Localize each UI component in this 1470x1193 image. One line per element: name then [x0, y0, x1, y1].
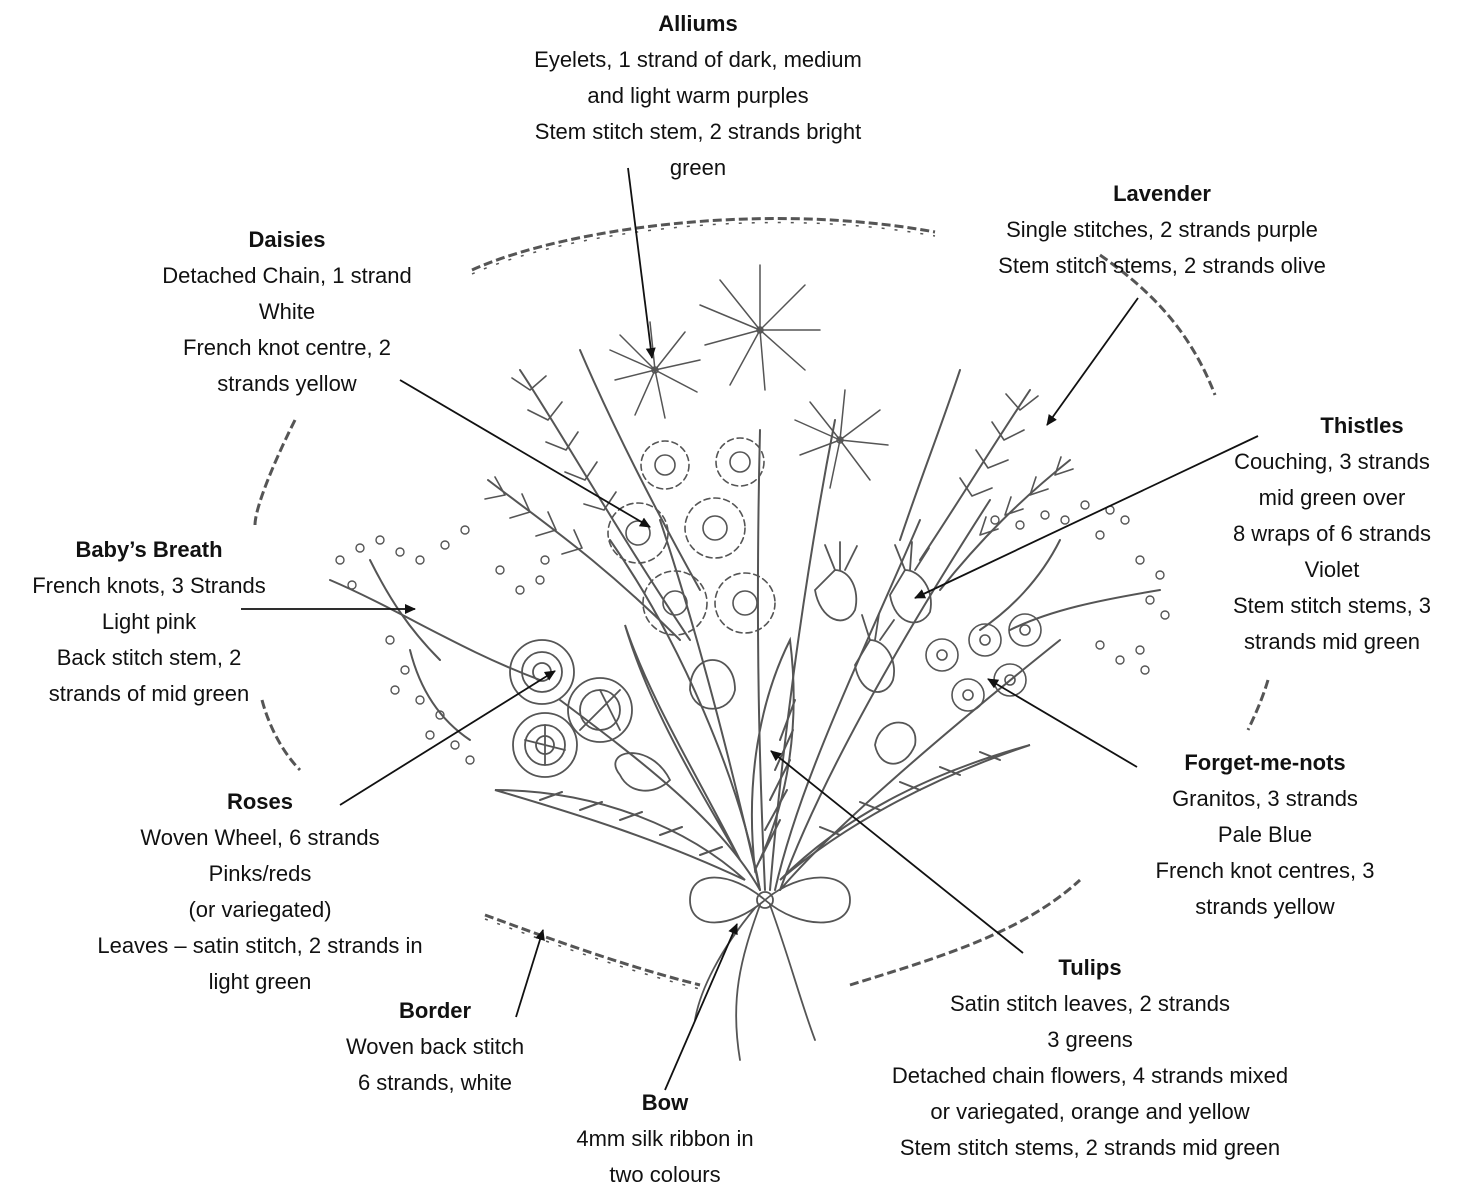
label-line: 6 strands, white	[357, 1070, 513, 1095]
label-line: Detached chain flowers, 4 strands mixed	[891, 1063, 1289, 1088]
label-line: Leaves – satin stitch, 2 strands in	[97, 933, 423, 958]
arrow-roses	[339, 670, 556, 806]
label-line: (or variegated)	[188, 897, 332, 922]
label-title: Baby’s Breath	[75, 537, 223, 562]
label-line: French knot centre, 2	[183, 335, 391, 360]
label-lavender: Lavender Single stitches, 2 strands purp…	[950, 176, 1374, 284]
label-title: Tulips	[1058, 955, 1122, 980]
label-line: strands yellow	[1195, 894, 1335, 919]
label-line: French knot centres, 3	[1155, 858, 1375, 883]
label-line: French knots, 3 Strands	[32, 573, 266, 598]
label-line: 8 wraps of 6 strands	[1232, 521, 1432, 546]
arrow-thistles	[914, 435, 1259, 599]
label-line: strands yellow	[217, 371, 357, 396]
label-line: or variegated, orange and yellow	[930, 1099, 1250, 1124]
label-title: Alliums	[658, 11, 738, 36]
label-title: Bow	[641, 1090, 689, 1115]
label-title: Roses	[226, 789, 294, 814]
label-title: Lavender	[1113, 181, 1211, 206]
label-line: Eyelets, 1 strand of dark, medium	[534, 47, 862, 72]
label-line: mid green over	[1258, 485, 1406, 510]
label-line: Back stitch stem, 2	[56, 645, 242, 670]
label-line: Couching, 3 strands	[1234, 449, 1430, 474]
label-line: White	[258, 299, 316, 324]
label-line: Violet	[1304, 557, 1360, 582]
label-line: Single stitches, 2 strands purple	[1006, 217, 1318, 242]
arrow-alliums	[627, 167, 656, 359]
arrow-forget-me-nots	[987, 678, 1138, 768]
label-line: Stem stitch stems, 3	[1232, 593, 1432, 618]
label-line: Pinks/reds	[208, 861, 312, 886]
label-line: two colours	[609, 1162, 721, 1187]
label-line: 3 greens	[1047, 1027, 1133, 1052]
label-title: Forget-me-nots	[1184, 750, 1346, 775]
label-line: strands of mid green	[48, 681, 250, 706]
label-line: 4mm silk ribbon in	[576, 1126, 754, 1151]
label-line: strands mid green	[1243, 629, 1421, 654]
label-line: Detached Chain, 1 strand	[162, 263, 412, 288]
label-tulips: Tulips Satin stitch leaves, 2 strands 3 …	[850, 950, 1330, 1166]
label-line: light green	[208, 969, 312, 994]
label-title: Thistles	[1320, 413, 1404, 438]
label-line: Stem stitch stem, 2 strands bright	[534, 119, 862, 144]
label-line: Woven back stitch	[345, 1034, 525, 1059]
label-thistles: Thistles Couching, 3 strands mid green o…	[1200, 408, 1464, 660]
label-forget-me-nots: Forget-me-nots Granitos, 3 strands Pale …	[1115, 745, 1415, 925]
arrow-lavender	[1046, 297, 1139, 426]
label-daisies: Daisies Detached Chain, 1 strand White F…	[120, 222, 454, 402]
arrow-daisies	[399, 379, 651, 528]
label-roses: Roses Woven Wheel, 6 strands Pinks/reds …	[60, 784, 460, 1000]
label-alliums: Alliums Eyelets, 1 strand of dark, mediu…	[486, 6, 910, 186]
label-line: and light warm purples	[587, 83, 809, 108]
label-line: Granitos, 3 strands	[1172, 786, 1358, 811]
label-line: Stem stitch stems, 2 strands olive	[998, 253, 1326, 278]
bouquet-sketch	[329, 264, 1170, 1061]
callout-arrows	[241, 167, 1259, 1091]
arrow-border	[515, 929, 545, 1018]
label-line: Stem stitch stems, 2 strands mid green	[899, 1135, 1281, 1160]
label-babys-breath: Baby’s Breath French knots, 3 Strands Li…	[0, 532, 298, 712]
label-line: Light pink	[101, 609, 197, 634]
label-title: Border	[398, 998, 472, 1023]
label-title: Daisies	[248, 227, 326, 252]
label-border: Border Woven back stitch 6 strands, whit…	[310, 993, 560, 1101]
label-line: Pale Blue	[1217, 822, 1313, 847]
arrow-tulips	[770, 750, 1024, 954]
label-line: green	[669, 155, 727, 180]
label-line: Satin stitch leaves, 2 strands	[949, 991, 1231, 1016]
label-line: Woven Wheel, 6 strands	[140, 825, 380, 850]
border-stitch	[253, 217, 1270, 990]
arrow-bow	[664, 923, 738, 1091]
label-bow: Bow 4mm silk ribbon in two colours	[545, 1085, 785, 1193]
